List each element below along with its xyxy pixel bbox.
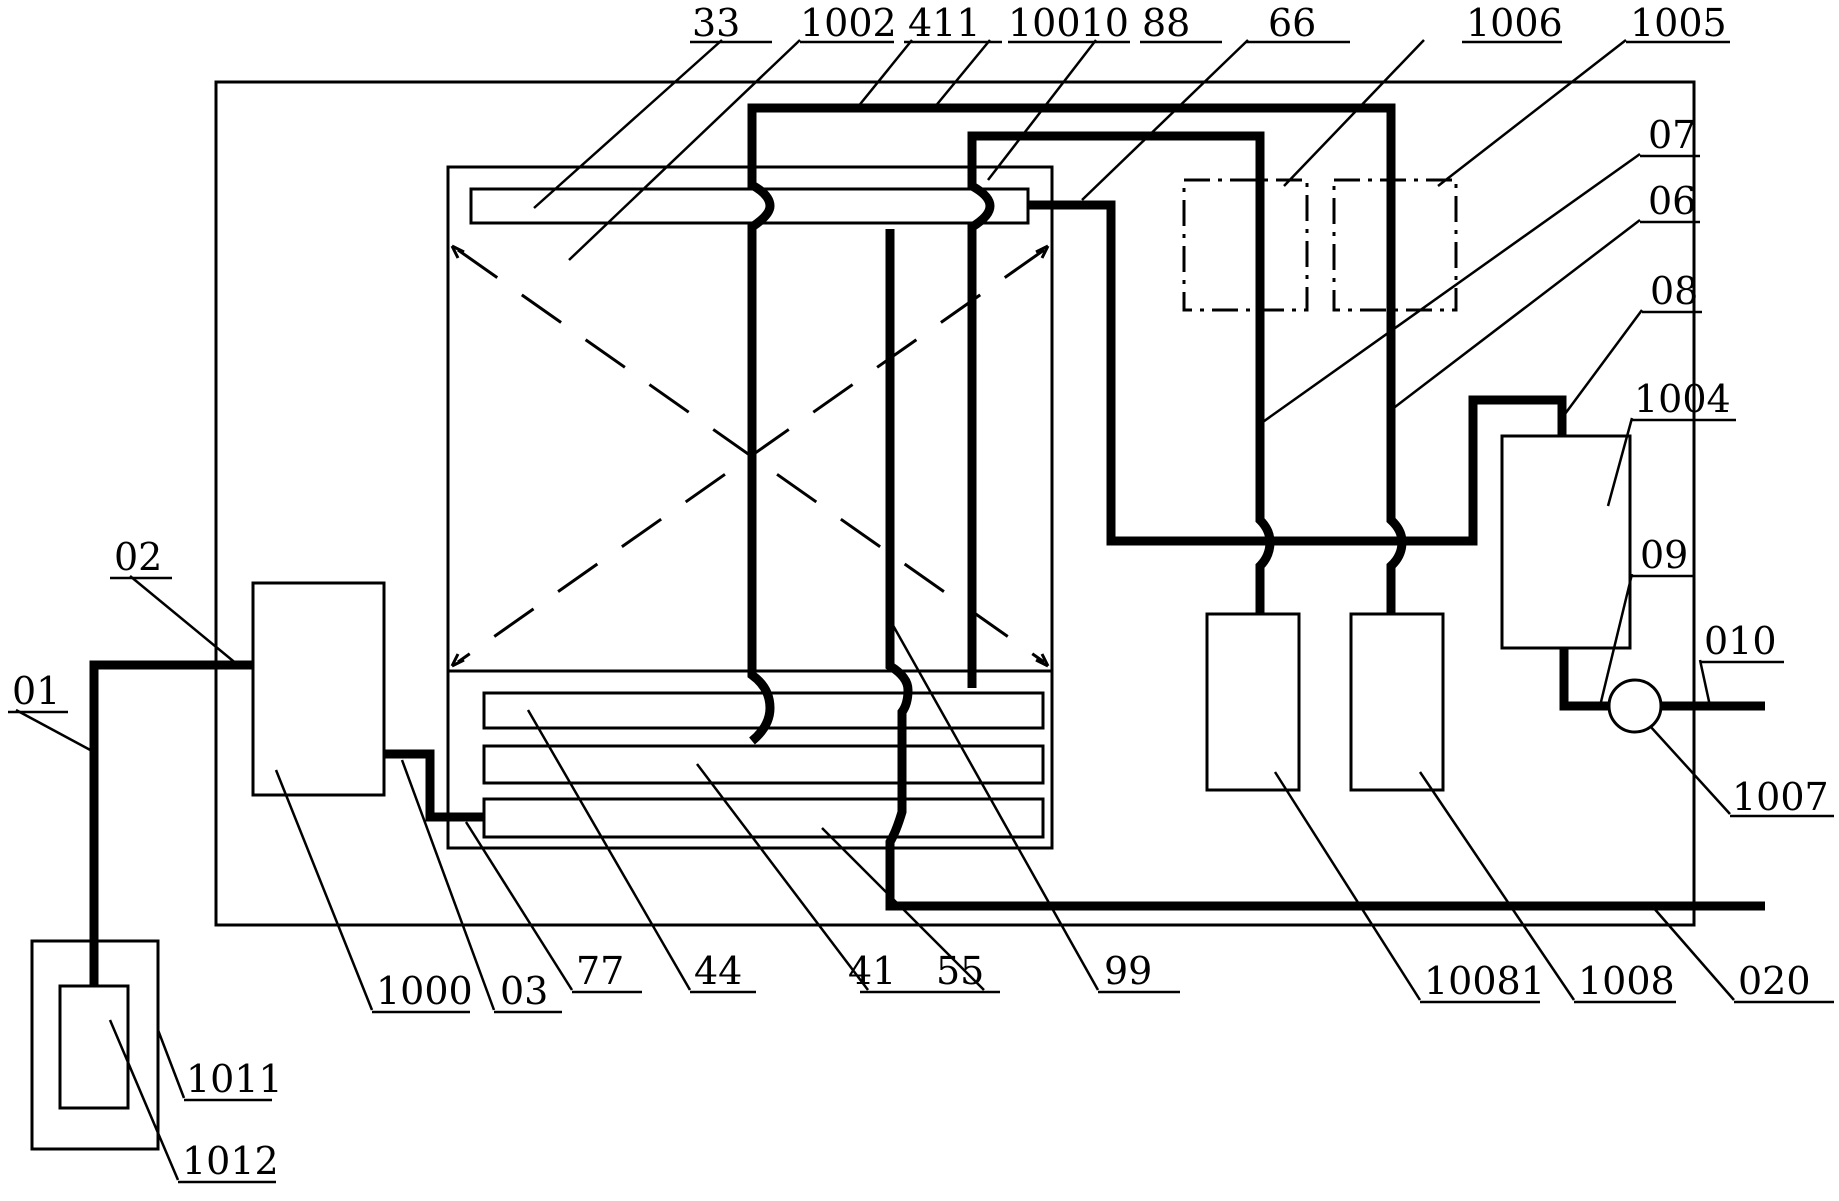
box-10081 (1205, 612, 1301, 792)
label-10081: 10081 (1424, 959, 1545, 1003)
leader-09 (1598, 573, 1634, 707)
external-tank-1012 (58, 984, 130, 1110)
label-99: 99 (1104, 949, 1152, 993)
label-33: 33 (692, 1, 740, 45)
leader-411 (856, 39, 913, 109)
leader-77 (464, 821, 574, 991)
leader-1006 (1283, 39, 1425, 187)
leader-010 (1698, 659, 1712, 707)
tube-55 (482, 797, 1045, 839)
leader-1004 (1606, 417, 1634, 507)
leader-41 (696, 763, 869, 991)
leader-020 (1651, 905, 1735, 1001)
leader-08 (1560, 309, 1644, 419)
label-020: 020 (1738, 959, 1811, 1003)
label-1005: 1005 (1630, 1, 1727, 45)
label-06: 06 (1648, 179, 1696, 223)
label-1012: 1012 (182, 1139, 279, 1183)
leader-02 (129, 575, 239, 666)
leader-1002 (568, 39, 801, 261)
label-01: 01 (12, 669, 60, 713)
tube-41 (482, 744, 1045, 785)
leader-03 (400, 759, 496, 1011)
label-1002: 1002 (800, 1, 897, 45)
leader-1008 (1418, 771, 1576, 1001)
pipe-09 (1559, 648, 1610, 711)
label-1000: 1000 (376, 969, 473, 1013)
unit-1000 (251, 581, 386, 797)
label-underlines (8, 40, 1834, 1184)
corner-mark-br (1035, 653, 1050, 668)
pipe-66-08 (1028, 200, 1567, 546)
pipe-03 (384, 749, 484, 822)
corner-mark-bl (450, 653, 465, 668)
corner-mark-tr (1035, 244, 1050, 259)
leader-66 (1081, 39, 1249, 201)
leader-07 (1259, 152, 1641, 426)
pipe-01-02 (89, 660, 253, 986)
pipe-88 (967, 131, 1275, 688)
box-1004 (1500, 434, 1632, 650)
label-09: 09 (1640, 533, 1688, 577)
leader-88 (987, 39, 1097, 181)
label-41: 41 (848, 949, 896, 993)
label-02: 02 (114, 535, 162, 579)
label-1007: 1007 (1732, 775, 1829, 819)
leader-01 (15, 708, 95, 754)
leader-44 (526, 709, 692, 991)
dashdot-box-1006 (1182, 178, 1309, 312)
leader-1007 (1649, 725, 1731, 815)
leader-1012 (108, 1019, 180, 1181)
pipe-99-020 (885, 229, 1765, 911)
pump-1007 (1607, 678, 1663, 734)
leader-10010 (933, 39, 991, 109)
leader-10081 (1273, 771, 1422, 1001)
tube-33 (469, 187, 1030, 225)
corner-mark-tl (450, 244, 465, 259)
label-1004: 1004 (1634, 377, 1731, 421)
label-1008: 1008 (1578, 959, 1675, 1003)
label-55: 55 (936, 949, 984, 993)
leader-1011 (156, 1029, 186, 1099)
label-77: 77 (576, 949, 624, 993)
label-03: 03 (500, 969, 548, 1013)
label-1006: 1006 (1466, 1, 1563, 45)
label-88: 88 (1142, 1, 1190, 45)
leader-1000 (274, 769, 374, 1011)
label-1011: 1011 (186, 1057, 283, 1101)
leader-33 (533, 39, 723, 209)
label-010: 010 (1704, 619, 1777, 663)
label-411: 411 (908, 1, 981, 45)
label-44: 44 (694, 949, 742, 993)
leader-1005 (1437, 39, 1627, 187)
leader-99 (888, 619, 1100, 991)
leader-06 (1390, 219, 1641, 411)
label-08: 08 (1650, 269, 1698, 313)
label-07: 07 (1648, 113, 1696, 157)
label-66: 66 (1268, 1, 1316, 45)
leader-55 (821, 827, 985, 991)
box-1008 (1349, 612, 1445, 792)
label-10010: 10010 (1008, 1, 1129, 45)
